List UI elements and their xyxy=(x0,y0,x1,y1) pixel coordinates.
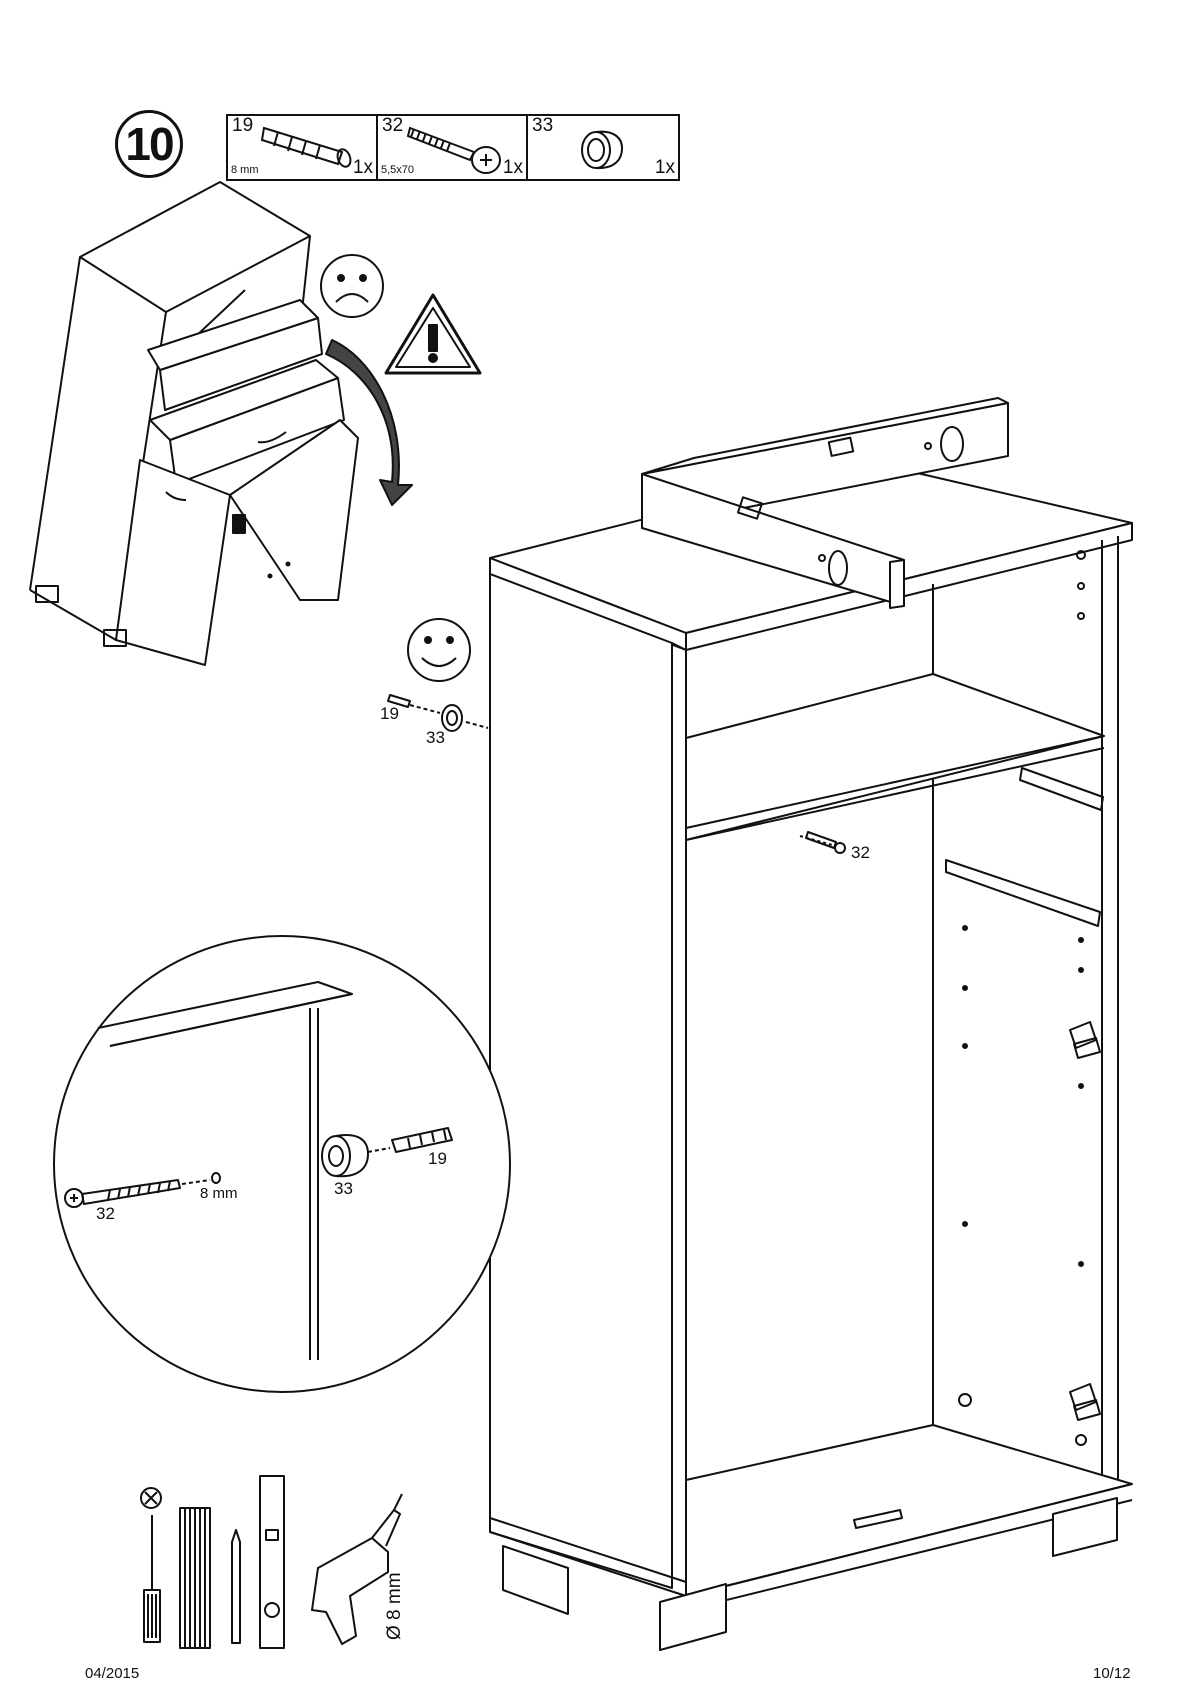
drill-bit-label: Ø 8 mm xyxy=(384,1572,405,1640)
sad-face-icon xyxy=(321,255,383,317)
detail-hole-label: 8 mm xyxy=(200,1185,238,1202)
drill-icon xyxy=(312,1538,388,1644)
footer-date: 04/2015 xyxy=(85,1665,139,1682)
tipping-cabinet-illustration xyxy=(30,182,358,665)
detail-dowel-label: 19 xyxy=(428,1149,447,1168)
main-cabinet xyxy=(490,462,1132,1650)
pencil-icon xyxy=(232,1530,240,1643)
happy-face-icon xyxy=(408,619,470,681)
callout-dowel: 19 xyxy=(380,704,399,723)
dowel-spacer-callout xyxy=(388,695,488,731)
level-tool-icon xyxy=(260,1476,284,1648)
footer-page-number: 10/12 xyxy=(1093,1665,1131,1682)
callout-screw: 32 xyxy=(851,843,870,862)
tools-row xyxy=(141,1476,402,1648)
detail-spacer-label: 33 xyxy=(334,1179,353,1198)
detail-screw-label: 32 xyxy=(96,1204,115,1223)
callout-spacer: 33 xyxy=(426,728,445,747)
